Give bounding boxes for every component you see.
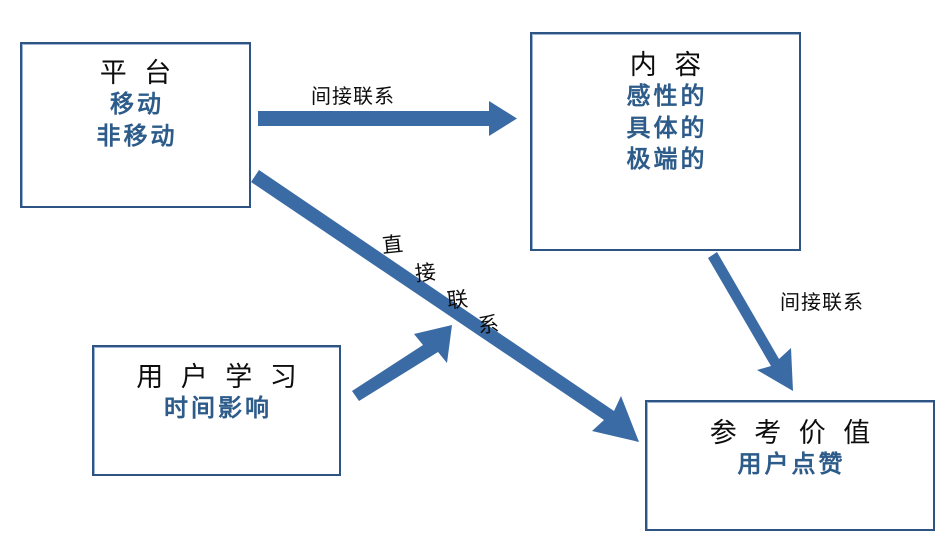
edge-label-char-1: 直: [380, 232, 405, 259]
node-content-sub-3: 极端的: [626, 146, 708, 174]
node-platform-sub-2: 非移动: [96, 122, 178, 150]
arrow-platform-to-reference: [251, 170, 639, 442]
edge-label-platform-to-content: 间接联系: [311, 86, 395, 108]
node-platform-sub-1: 移动: [110, 91, 164, 119]
node-platform-title: 平 台: [99, 58, 177, 88]
node-platform[interactable]: 平 台 移动 非移动: [20, 42, 251, 208]
arrow-user-learning-to-link: [352, 325, 452, 401]
node-content[interactable]: 内 容 感性的 具体的 极端的: [530, 32, 801, 251]
arrow-platform-to-content: [258, 101, 517, 136]
node-reference-value[interactable]: 参 考 价 值 用户点赞: [645, 400, 935, 531]
node-user-learning-title: 用 户 学 习: [136, 362, 302, 392]
node-content-sub-2: 具体的: [626, 114, 708, 142]
arrow-content-to-reference: [708, 252, 793, 391]
node-reference-value-title: 参 考 价 值: [709, 418, 876, 448]
node-content-sub-1: 感性的: [626, 83, 708, 111]
node-user-learning-sub-1: 时间影响: [164, 395, 272, 423]
edge-label-char-2: 接: [413, 260, 438, 287]
edge-label-char-4: 系: [476, 312, 501, 339]
edge-label-char-3: 联: [445, 287, 470, 314]
edge-label-content-to-reference: 间接联系: [780, 292, 864, 314]
node-content-title: 内 容: [629, 50, 707, 80]
node-user-learning[interactable]: 用 户 学 习 时间影响: [92, 345, 341, 476]
node-reference-value-sub-1: 用户点赞: [737, 451, 846, 479]
